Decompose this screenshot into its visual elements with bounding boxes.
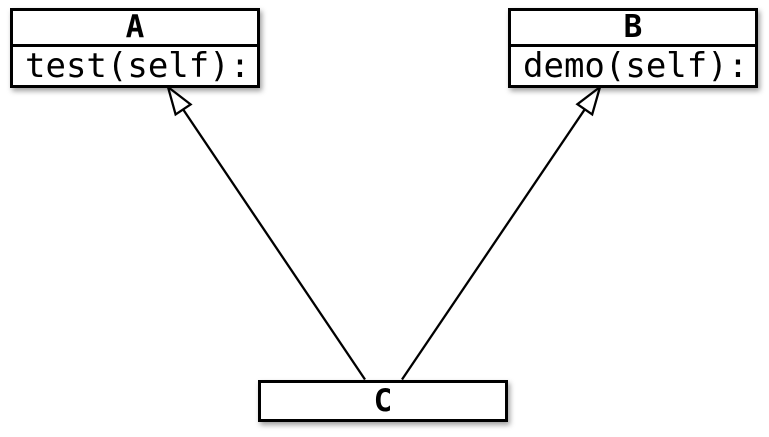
class-b-method: demo(self): bbox=[523, 46, 749, 86]
edge-c-to-a-shaft bbox=[182, 108, 366, 381]
edge-c-to-b bbox=[401, 83, 603, 381]
edge-c-to-a bbox=[165, 83, 366, 381]
class-b-name: B bbox=[511, 11, 755, 47]
edge-c-to-b-shaft bbox=[401, 108, 586, 381]
class-a-name: A bbox=[13, 11, 257, 47]
class-a-method: test(self): bbox=[25, 46, 251, 86]
class-node-b: B demo(self): bbox=[508, 8, 758, 88]
hollow-triangle-arrowhead-a bbox=[165, 83, 193, 117]
class-c-name: C bbox=[373, 382, 393, 419]
class-node-a: A test(self): bbox=[10, 8, 260, 88]
class-node-c: C bbox=[258, 380, 508, 422]
hollow-triangle-arrowhead-b bbox=[575, 83, 603, 117]
